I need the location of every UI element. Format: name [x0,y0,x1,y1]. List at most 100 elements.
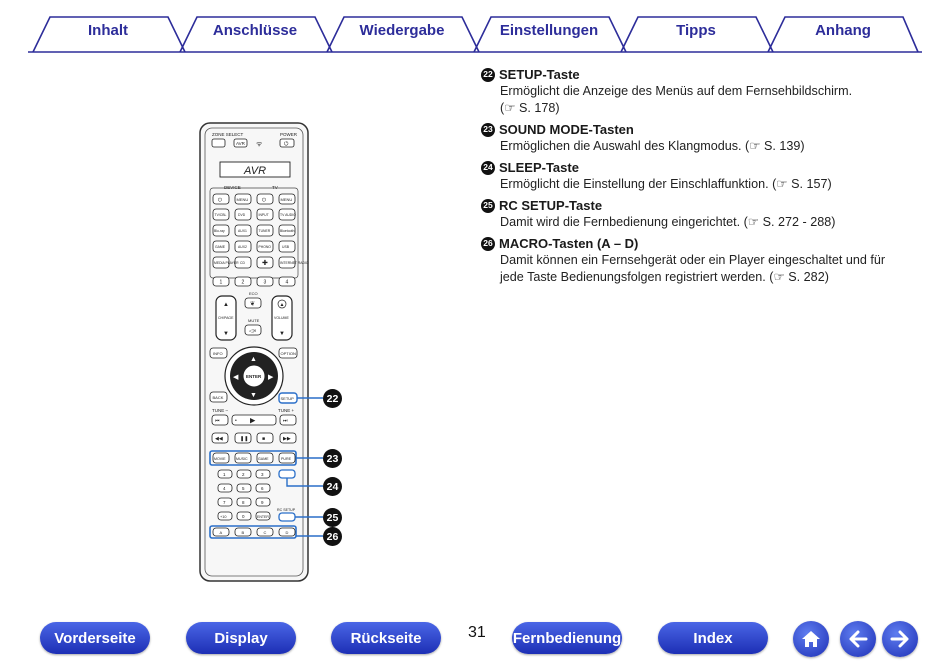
svg-text:PURE: PURE [281,457,292,461]
remote-drawing: ZONE SELECT AVR ᯤ POWER ⏻ AVR DEVICE TV … [199,122,323,582]
svg-text:PHONO: PHONO [259,245,272,249]
sleep-button[interactable] [278,469,296,479]
item-title: SOUND MODE-Tasten [499,122,634,137]
svg-text:▲: ▲ [280,302,285,308]
item-title: SLEEP-Taste [499,160,579,175]
svg-text:INPUT: INPUT [259,213,269,217]
number-badge: 23 [481,122,495,137]
svg-text:TUNER: TUNER [259,229,271,233]
tune-plus-label: TUNE + [278,408,295,413]
back-arrow-button[interactable] [840,621,876,657]
avr-button[interactable] [233,138,248,148]
tab-inhalt[interactable]: Inhalt [88,22,128,39]
callout-23: 23 [323,449,342,468]
svg-text:▶: ▶ [250,418,256,425]
tv-menu-label: MENU [281,197,293,202]
setup-label: SETUP [281,396,295,401]
ch-page-rocker[interactable] [215,295,237,341]
svg-text:⏻: ⏻ [262,198,266,204]
rueckseite-button[interactable]: Rückseite [331,622,441,654]
svg-text:▲: ▲ [223,302,229,308]
item-title: MACRO-Tasten (A – D) [499,236,639,251]
item-text: jede Taste Bedienungsfolgen registriert … [500,270,829,284]
back-label: BACK [213,395,224,400]
arrow-right-icon [890,630,909,648]
enter-label: ENTER [246,374,262,379]
svg-text:1: 1 [220,280,223,286]
remote-display-text: AVR [243,165,266,177]
tab-anhang[interactable]: Anhang [815,22,871,39]
svg-text:2: 2 [242,472,245,477]
back-button[interactable] [209,391,228,403]
svg-text:❚❚: ❚❚ [240,436,248,442]
home-icon [802,631,820,647]
item-text: Ermöglicht die Einstellung der Einschlaf… [500,177,832,191]
device-label: DEVICE [224,185,241,190]
enter-button[interactable] [242,364,266,388]
item-sound-mode: 23 SOUND MODE-Tasten Ermöglichen die Ausw… [481,121,921,155]
option-button[interactable] [278,347,298,359]
svg-text:ENTER: ENTER [257,515,269,519]
svg-text:▶▶: ▶▶ [283,436,291,442]
svg-text:◀◀: ◀◀ [215,436,223,442]
tab-anschluesse[interactable]: Anschlüsse [212,22,298,39]
home-button[interactable] [793,621,829,657]
svg-text:⏮: ⏮ [215,418,220,424]
mute-label: MUTE [248,318,260,323]
svg-text:AUX1: AUX1 [238,229,247,233]
svg-text:MUSIC: MUSIC [236,457,248,461]
signal-icon: ᯤ [256,141,263,148]
svg-text:3: 3 [264,280,267,286]
svg-text:3: 3 [261,472,264,477]
svg-text:6: 6 [261,486,264,491]
mute-button[interactable] [244,324,262,336]
arrow-left-icon [849,630,868,648]
svg-text:0: 0 [242,514,245,519]
svg-text:D: D [286,530,289,535]
forward-arrow-button[interactable] [882,621,918,657]
display-button[interactable]: Display [186,622,296,654]
index-button[interactable]: Index [658,622,768,654]
svg-text:4: 4 [223,486,226,491]
svg-text:TV/CBL: TV/CBL [215,213,227,217]
vorderseite-button[interactable]: Vorderseite [40,622,150,654]
svg-text:▶: ▶ [268,374,274,381]
info-button[interactable] [209,347,228,359]
callout-24: 24 [323,477,342,496]
tab-tipps[interactable]: Tipps [676,22,716,39]
eco-button[interactable] [244,297,262,309]
power-label: POWER [280,132,298,137]
svg-text:MOVIE: MOVIE [214,457,226,461]
svg-text:5: 5 [242,486,245,491]
svg-text:MEDIA PLAYER: MEDIA PLAYER [214,261,239,265]
item-title: SETUP-Taste [499,67,580,82]
item-title: RC SETUP-Taste [499,198,603,213]
fernbedienung-button[interactable]: Fernbedienung [512,622,622,654]
svg-text:GAME: GAME [258,457,269,461]
callout-22: 22 [323,389,342,408]
power-icon: ⏻ [284,141,289,148]
zone-select-button[interactable] [211,138,226,148]
item-text: Ermöglichen die Auswahl des Klangmodus. … [500,139,805,153]
option-label: OPTION [281,351,296,356]
svg-text:▲: ▲ [250,356,257,363]
rc-setup-button[interactable] [278,512,296,522]
svg-text:⏻: ⏻ [218,198,222,204]
number-badge: 26 [481,236,495,251]
page-reference[interactable]: (☞ S. 178) [500,101,560,115]
remote-display [219,161,291,178]
svg-text:INTERNET RADIO: INTERNET RADIO [280,261,309,265]
tab-einstellungen[interactable]: Einstellungen [499,22,599,39]
tab-wiedergabe[interactable]: Wiedergabe [359,22,445,39]
ch-page-label: CH/PAGE [218,316,234,320]
remote-control-illustration: ZONE SELECT AVR ᯤ POWER ⏻ AVR DEVICE TV … [198,122,348,584]
svg-text:⏭: ⏭ [283,418,288,424]
svg-text:▼: ▼ [250,392,257,399]
svg-text:7: 7 [223,500,226,505]
volume-rocker[interactable] [271,295,293,341]
svg-text:AUX2: AUX2 [238,245,247,249]
power-button[interactable] [279,138,295,148]
svg-text:Blu-ray: Blu-ray [214,229,225,233]
svg-text:8: 8 [242,500,245,505]
